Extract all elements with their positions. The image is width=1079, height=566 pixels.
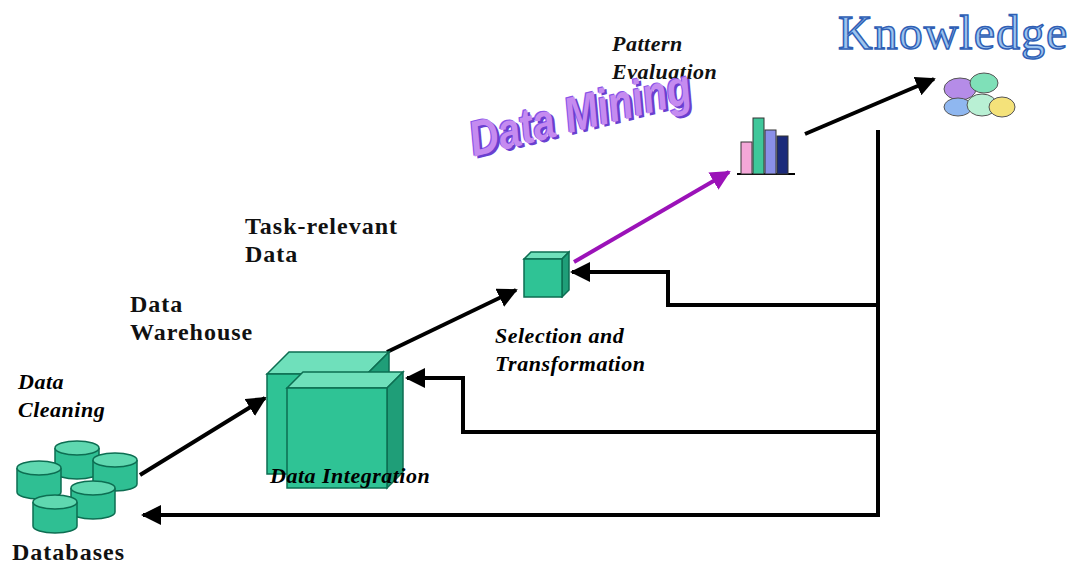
knowledge-node: Knowledge <box>830 5 1075 130</box>
kn-icon <box>938 67 1020 127</box>
flow-arrow <box>572 130 878 305</box>
database-stack: Databases <box>10 440 150 566</box>
knowledge-title: Knowledge <box>838 5 1068 60</box>
step-label: Data Cleaning <box>18 368 133 424</box>
node-title: Databases <box>12 538 125 566</box>
step-label: Data Integration <box>270 462 430 490</box>
node-title: Task-relevant Data <box>245 212 420 268</box>
flow-arrow <box>805 79 934 134</box>
flow-arrow <box>140 398 265 475</box>
data-mining-title: Data Mining <box>463 58 697 167</box>
task-icon <box>522 250 570 298</box>
task-data-cube: Task-relevant Data <box>245 212 570 302</box>
node-title: Data Warehouse <box>130 290 280 346</box>
db-icon <box>15 440 140 535</box>
flow-arrow <box>143 130 878 515</box>
step-label: Selection and Transformation <box>495 322 730 378</box>
chart-icon <box>735 112 797 176</box>
flow-arrow <box>407 130 878 432</box>
flow-arrow <box>574 172 729 262</box>
data-warehouse: Data Warehouse <box>130 290 410 490</box>
